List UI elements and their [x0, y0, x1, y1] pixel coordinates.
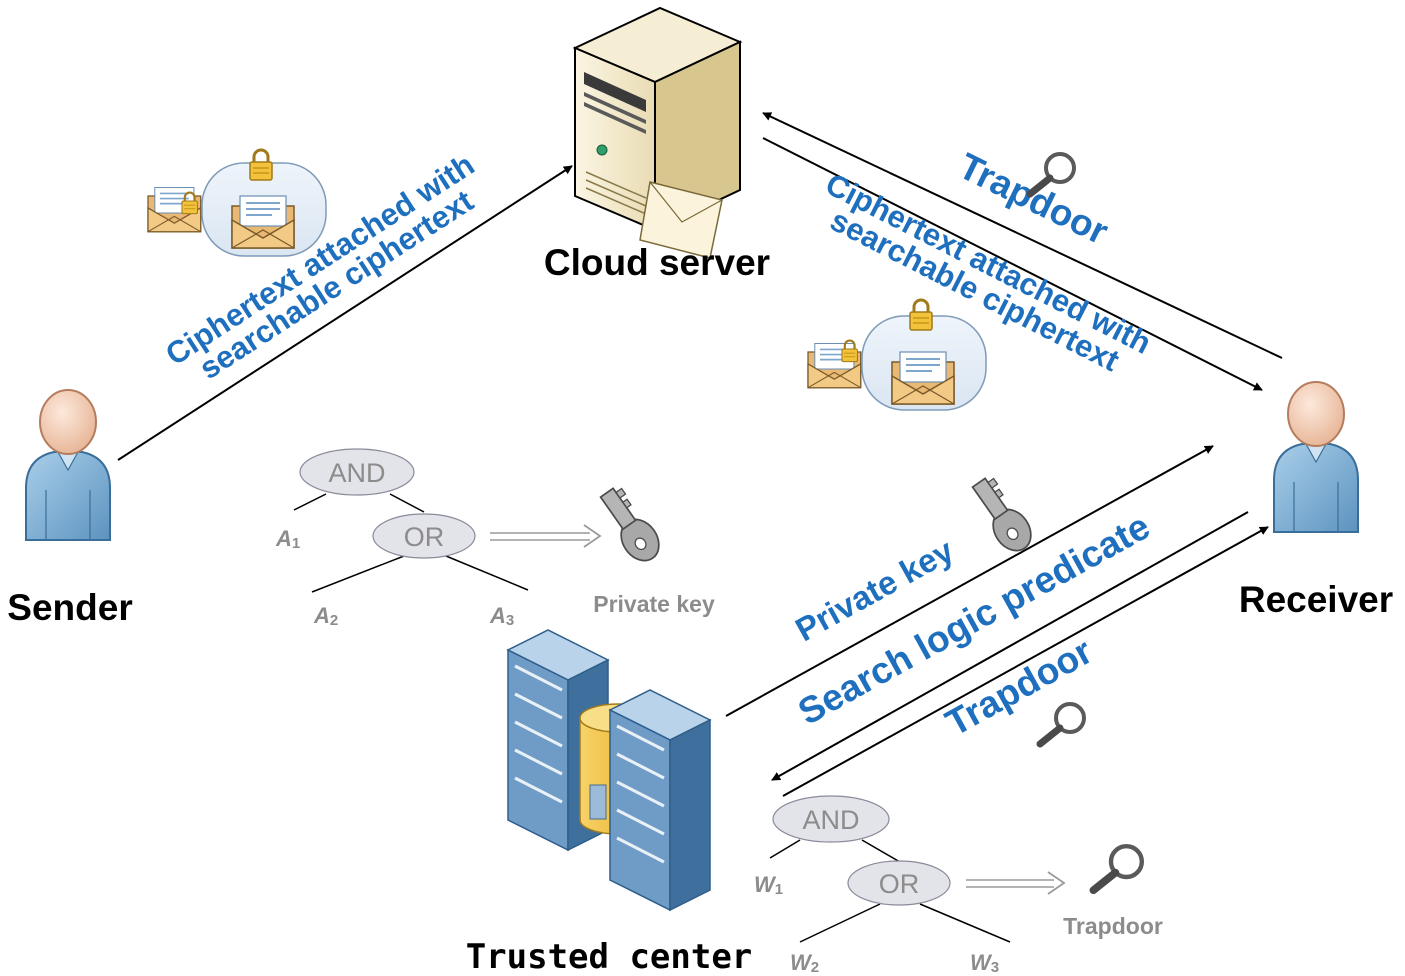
attribute-a3: A3 — [489, 603, 514, 629]
receiver-label: Receiver — [1239, 579, 1393, 620]
keyword-w3: W3 — [970, 950, 999, 976]
keyword-predicate-tree: AND OR W1 W2 W3 Trapdoor — [754, 795, 1163, 976]
sender-user-icon — [25, 389, 111, 541]
envelope-icon — [891, 351, 955, 405]
trapdoor-caption: Trapdoor — [1063, 913, 1163, 939]
edge-label-receiver-to-cloud: Trapdoor — [952, 145, 1114, 252]
encrypted-bundle-right — [807, 298, 987, 411]
connector-receiver-to-trusted — [771, 511, 1249, 781]
connector-cloud-to-receiver — [762, 137, 1263, 391]
trusted-center-label: Trusted center — [466, 937, 753, 976]
and-gate — [772, 795, 890, 843]
or-gate-label: OR — [404, 522, 445, 552]
trapdoor-label-top: Trapdoor — [952, 145, 1114, 252]
edge-label-line-1: Ciphertext attached with — [159, 147, 480, 372]
key-icon — [592, 482, 668, 569]
envelope-icon — [231, 195, 295, 249]
keyword-w1: W1 — [754, 872, 783, 898]
connector-receiver-to-cloud — [762, 112, 1283, 359]
cloud-server-icon — [572, 6, 743, 259]
connector-trusted-to-receiver-trapdoor — [782, 526, 1269, 797]
padlock-icon — [908, 298, 934, 332]
private-key-caption: Private key — [593, 591, 715, 617]
receiver-user-icon — [1273, 381, 1359, 533]
cloud-server-label: Cloud server — [544, 242, 770, 283]
attribute-a1: A1 — [275, 526, 300, 552]
and-gate — [299, 448, 415, 496]
datacenter-icon — [507, 629, 711, 911]
or-gate — [372, 513, 476, 559]
hollow-arrow — [966, 871, 1066, 895]
and-gate-label: AND — [328, 458, 385, 488]
and-gate-label: AND — [802, 805, 859, 835]
or-gate — [847, 860, 951, 906]
hollow-arrow — [490, 524, 602, 548]
magnifier-icon — [1040, 704, 1084, 744]
or-gate-label: OR — [879, 869, 920, 899]
attribute-a2: A2 — [313, 603, 338, 629]
sender-label: Sender — [7, 587, 132, 628]
key-icon — [964, 472, 1040, 559]
connector-trusted-to-receiver — [725, 445, 1214, 717]
access-policy-tree: AND OR A1 A2 A3 Private key — [275, 448, 715, 629]
keyword-w2: W2 — [790, 950, 819, 976]
padlock-icon — [248, 148, 274, 182]
encrypted-bundle-left — [147, 148, 327, 257]
magnifier-icon — [1093, 846, 1141, 890]
connector-sender-to-cloud — [117, 165, 573, 461]
